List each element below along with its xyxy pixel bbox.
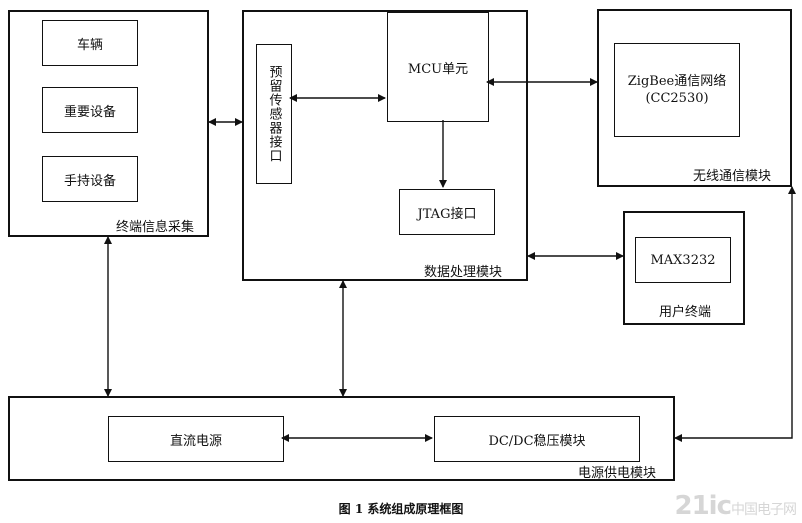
zigbee-network-label: ZigBee通信网络 bbox=[627, 74, 727, 89]
data-processing-title: 数据处理模块 bbox=[424, 265, 503, 280]
terminal-module-title: 终端信息采集 bbox=[116, 220, 195, 235]
watermark-brand: 21ic bbox=[674, 491, 732, 521]
figure-caption: 图 1 系统组成原理框图 bbox=[338, 502, 464, 516]
wireless-module: ZigBee通信网络 (CC2530) 无线通信模块 bbox=[597, 9, 792, 187]
terminal-module: 车辆 重要设备 手持设备 终端信息采集 bbox=[8, 10, 209, 237]
sensor-interface-box: 预留传感器接口 bbox=[256, 44, 292, 184]
mcu-label: MCU单元 bbox=[407, 61, 469, 77]
zigbee-chip-label: (CC2530) bbox=[645, 91, 709, 106]
handheld-device-label: 手持设备 bbox=[63, 173, 116, 189]
watermark-site: 中国电子网 bbox=[731, 502, 797, 518]
power-supply-title: 电源供电模块 bbox=[578, 466, 657, 481]
mcu-box: MCU单元 bbox=[387, 12, 489, 122]
dc-dc-regulator-box: DC/DC稳压模块 bbox=[434, 416, 640, 462]
vehicle-box: 车辆 bbox=[42, 20, 138, 66]
arrow-power-wireless bbox=[674, 186, 796, 442]
dc-dc-regulator-label: DC/DC稳压模块 bbox=[488, 433, 586, 449]
dc-source-label: 直流电源 bbox=[169, 433, 222, 449]
handheld-device-box: 手持设备 bbox=[42, 156, 138, 202]
vehicle-label: 车辆 bbox=[76, 37, 103, 53]
dc-source-box: 直流电源 bbox=[108, 416, 284, 462]
jtag-box: JTAG接口 bbox=[399, 189, 495, 235]
key-device-label: 重要设备 bbox=[63, 104, 116, 120]
wireless-module-title: 无线通信模块 bbox=[693, 169, 772, 184]
sensor-interface-label: 预留传感器接口 bbox=[266, 65, 282, 163]
watermark-logo: 21ic中国电子网 bbox=[674, 491, 797, 521]
zigbee-network-box: ZigBee通信网络 (CC2530) bbox=[614, 43, 740, 137]
key-device-box: 重要设备 bbox=[42, 87, 138, 133]
data-processing-module: 预留传感器接口 MCU单元 JTAG接口 数据处理模块 bbox=[242, 10, 528, 281]
jtag-label: JTAG接口 bbox=[417, 206, 477, 222]
